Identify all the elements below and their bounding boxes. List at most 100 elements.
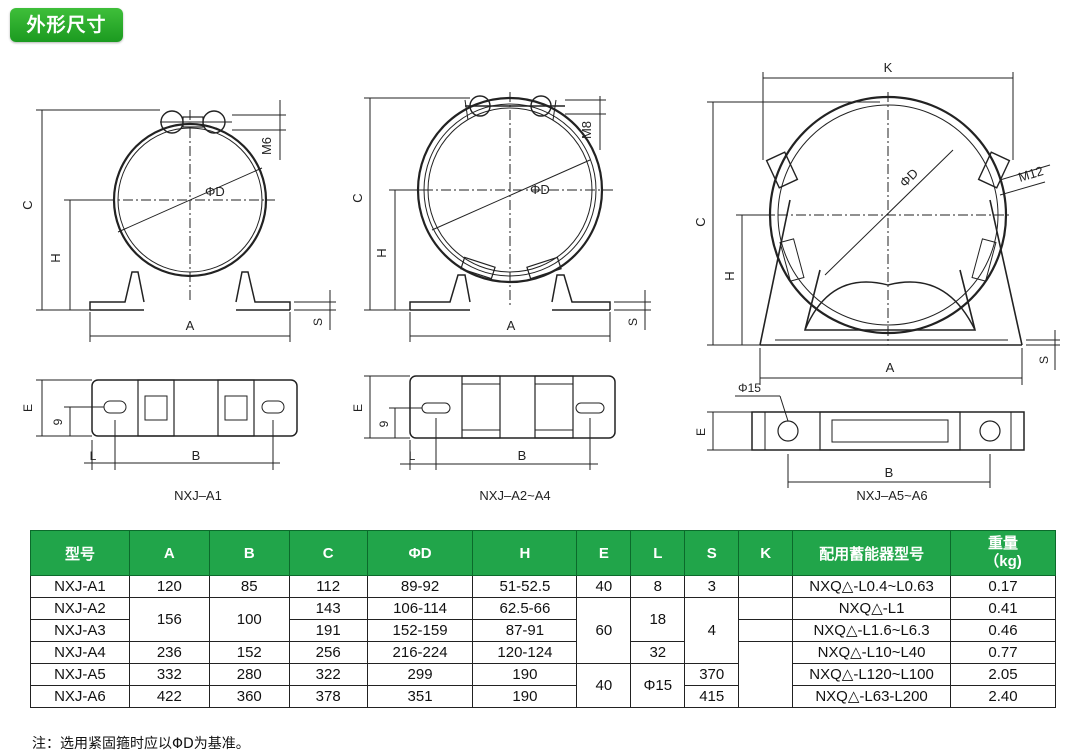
cell-accumulator: NXQ△-L1.6~L6.3: [792, 619, 951, 642]
cell-a: 422: [128, 685, 210, 708]
cell-accumulator: NXQ△-L0.4~L0.63: [792, 575, 951, 598]
cell-e: 40: [576, 575, 632, 598]
col-header-b: B: [208, 530, 290, 576]
drawing-caption-a2-a4: NXJ–A2~A4: [479, 488, 550, 503]
cell-model: NXJ-A4: [30, 641, 130, 664]
drawing-nxj-a2-a4: C H A S M8 ΦD E 9 L B NXJ–A2~A4: [350, 92, 651, 503]
cell-l: 18: [630, 597, 686, 642]
cell-c: 112: [288, 575, 368, 598]
dim-c-label: C: [350, 193, 365, 202]
cell-k: [738, 575, 794, 598]
cell-weight: 0.77: [950, 641, 1056, 664]
dim-m-label: M12: [1016, 163, 1045, 185]
dim-h-label: H: [722, 271, 737, 280]
cell-b: 360: [208, 685, 290, 708]
dim-e-label: E: [21, 404, 35, 412]
cell-l: Φ15: [630, 663, 686, 708]
col-header-l: L: [630, 530, 686, 576]
table-row: NXJ-A6 422 360 378 351 190 415 NXQ△-L63-…: [30, 685, 1056, 708]
cell-k: [738, 641, 794, 708]
col-header-h: H: [472, 530, 578, 576]
section-title-badge: 外形尺寸: [10, 8, 123, 42]
footnote: 注：选用紧固箍时应以ΦD为基准。: [32, 736, 250, 752]
dim-s-label: S: [1037, 356, 1051, 364]
col-header-model: 型号: [30, 530, 130, 576]
dim-l-label: L: [90, 449, 97, 463]
cell-weight: 2.40: [950, 685, 1056, 708]
dim-a-label: A: [186, 318, 195, 333]
cell-k: [738, 597, 794, 620]
col-header-e: E: [576, 530, 632, 576]
cell-e: 40: [576, 663, 632, 708]
cell-accumulator: NXQ△-L120~L100: [792, 663, 951, 686]
col-header-s: S: [684, 530, 740, 576]
technical-drawings: C H A S M6 ΦD E 9 L B NXJ–A1: [20, 60, 1060, 503]
cell-d: 89-92: [366, 575, 474, 598]
cell-d: 106-114: [366, 597, 474, 620]
dim-9-label: 9: [377, 420, 391, 427]
cell-a: 156: [128, 597, 210, 642]
cell-k: 415: [684, 685, 740, 708]
dim-phi15-label: Φ15: [738, 381, 761, 395]
dim-b-label: B: [192, 448, 201, 463]
cell-h: 120-124: [472, 641, 578, 664]
table-row: NXJ-A5 332 280 322 299 190 40 Φ15 370 NX…: [30, 663, 1056, 708]
cell-h: 190: [472, 685, 578, 708]
dim-h-label: H: [374, 248, 389, 257]
cell-s: 3: [684, 575, 740, 598]
dim-k-label: K: [884, 60, 893, 75]
cell-d: 216-224: [366, 641, 474, 664]
cell-l: 32: [630, 641, 686, 664]
cell-c: 256: [288, 641, 368, 664]
dim-a-label: A: [507, 318, 516, 333]
cell-h: 51-52.5: [472, 575, 578, 598]
cell-weight: 2.05: [950, 663, 1056, 686]
drawing-nxj-a1: C H A S M6 ΦD E 9 L B NXJ–A1: [20, 100, 336, 503]
dim-c-label: C: [20, 200, 35, 209]
cell-weight: 0.17: [950, 575, 1056, 598]
cell-b: 280: [208, 663, 290, 686]
cell-e: 60: [576, 597, 632, 664]
table-row: NXJ-A2 156 100 143 106-114 62.5-66 60 18…: [30, 597, 1056, 664]
cell-model: NXJ-A6: [30, 685, 130, 708]
col-header-c: C: [288, 530, 368, 576]
dimension-spec-table: 型号 A B C ΦD H E L S K 配用蓄能器型号 重量 （kg) NX…: [30, 530, 1056, 708]
dim-d-label: ΦD: [897, 166, 922, 191]
cell-d: 299: [366, 663, 474, 686]
cell-d: 152-159: [366, 619, 474, 642]
dim-s-label: S: [311, 318, 325, 326]
table-row: NXJ-A4 236 152 256 216-224 120-124 32 NX…: [30, 641, 1056, 708]
dim-d-label: ΦD: [530, 182, 550, 197]
dim-e-label: E: [694, 428, 708, 436]
cell-a: 120: [128, 575, 210, 598]
cell-weight: 0.41: [950, 597, 1056, 620]
cell-c: 191: [288, 619, 368, 642]
cell-model: NXJ-A2: [30, 597, 130, 620]
cell-s: 4: [684, 597, 740, 664]
drawing-nxj-a5-a6: K C H A S M12 ΦD E Φ15 B NXJ–A5~A6: [693, 60, 1060, 503]
dim-m-label: M6: [259, 137, 274, 155]
col-header-accumulator: 配用蓄能器型号: [792, 530, 951, 576]
dim-b-label: B: [885, 465, 894, 480]
cell-c: 143: [288, 597, 368, 620]
cell-weight: 0.46: [950, 619, 1056, 642]
dim-s-label: S: [626, 318, 640, 326]
cell-c: 322: [288, 663, 368, 686]
cell-b: 100: [208, 597, 290, 642]
dim-b-label: B: [518, 448, 527, 463]
cell-k: 370: [684, 663, 740, 686]
dim-d-label: ΦD: [205, 184, 225, 199]
cell-accumulator: NXQ△-L1: [792, 597, 951, 620]
cell-accumulator: NXQ△-L63-L200: [792, 685, 951, 708]
cell-model: NXJ-A1: [30, 575, 130, 598]
cell-c: 378: [288, 685, 368, 708]
drawing-caption-a1: NXJ–A1: [174, 488, 222, 503]
col-header-a: A: [128, 530, 210, 576]
cell-h: 87-91: [472, 619, 578, 642]
dim-h-label: H: [48, 253, 63, 262]
cell-h: 62.5-66: [472, 597, 578, 620]
dim-9-label: 9: [51, 418, 65, 425]
cell-a: 332: [128, 663, 210, 686]
cell-l: 8: [630, 575, 686, 598]
cell-model: NXJ-A3: [30, 619, 130, 642]
